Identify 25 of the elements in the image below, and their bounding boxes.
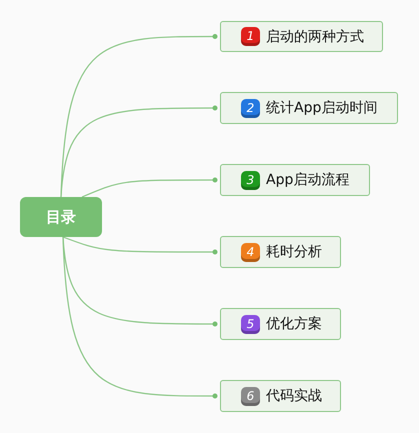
topic-label: App启动流程: [266, 171, 350, 189]
topic-label: 目录: [46, 208, 76, 226]
topic-box: [220, 164, 370, 196]
topic-label: 代码实战: [266, 387, 322, 405]
root-topic-box: [20, 197, 102, 237]
connector-line: [62, 236, 218, 254]
topic-box: [220, 380, 341, 412]
number-badge: 4: [241, 242, 260, 262]
topic-label: 耗时分析: [266, 243, 322, 261]
connector-line: [62, 236, 218, 326]
topic-label: 统计App启动时间: [266, 99, 378, 117]
number-badge: 2: [241, 98, 260, 118]
connector-line: [82, 178, 218, 198]
number-badge: 6: [241, 386, 260, 406]
connector-line: [60, 106, 218, 198]
topic-box: [220, 236, 341, 268]
topic-box: [220, 308, 341, 340]
connector-line: [62, 236, 218, 398]
topic-label: 启动的两种方式: [266, 28, 364, 46]
number-badge: 1: [241, 27, 260, 46]
number-badge: 5: [241, 314, 260, 334]
topic-label: 优化方案: [266, 315, 322, 333]
number-badge: 3: [241, 170, 260, 190]
topic-box: [220, 21, 383, 52]
topic-box: [220, 92, 398, 124]
